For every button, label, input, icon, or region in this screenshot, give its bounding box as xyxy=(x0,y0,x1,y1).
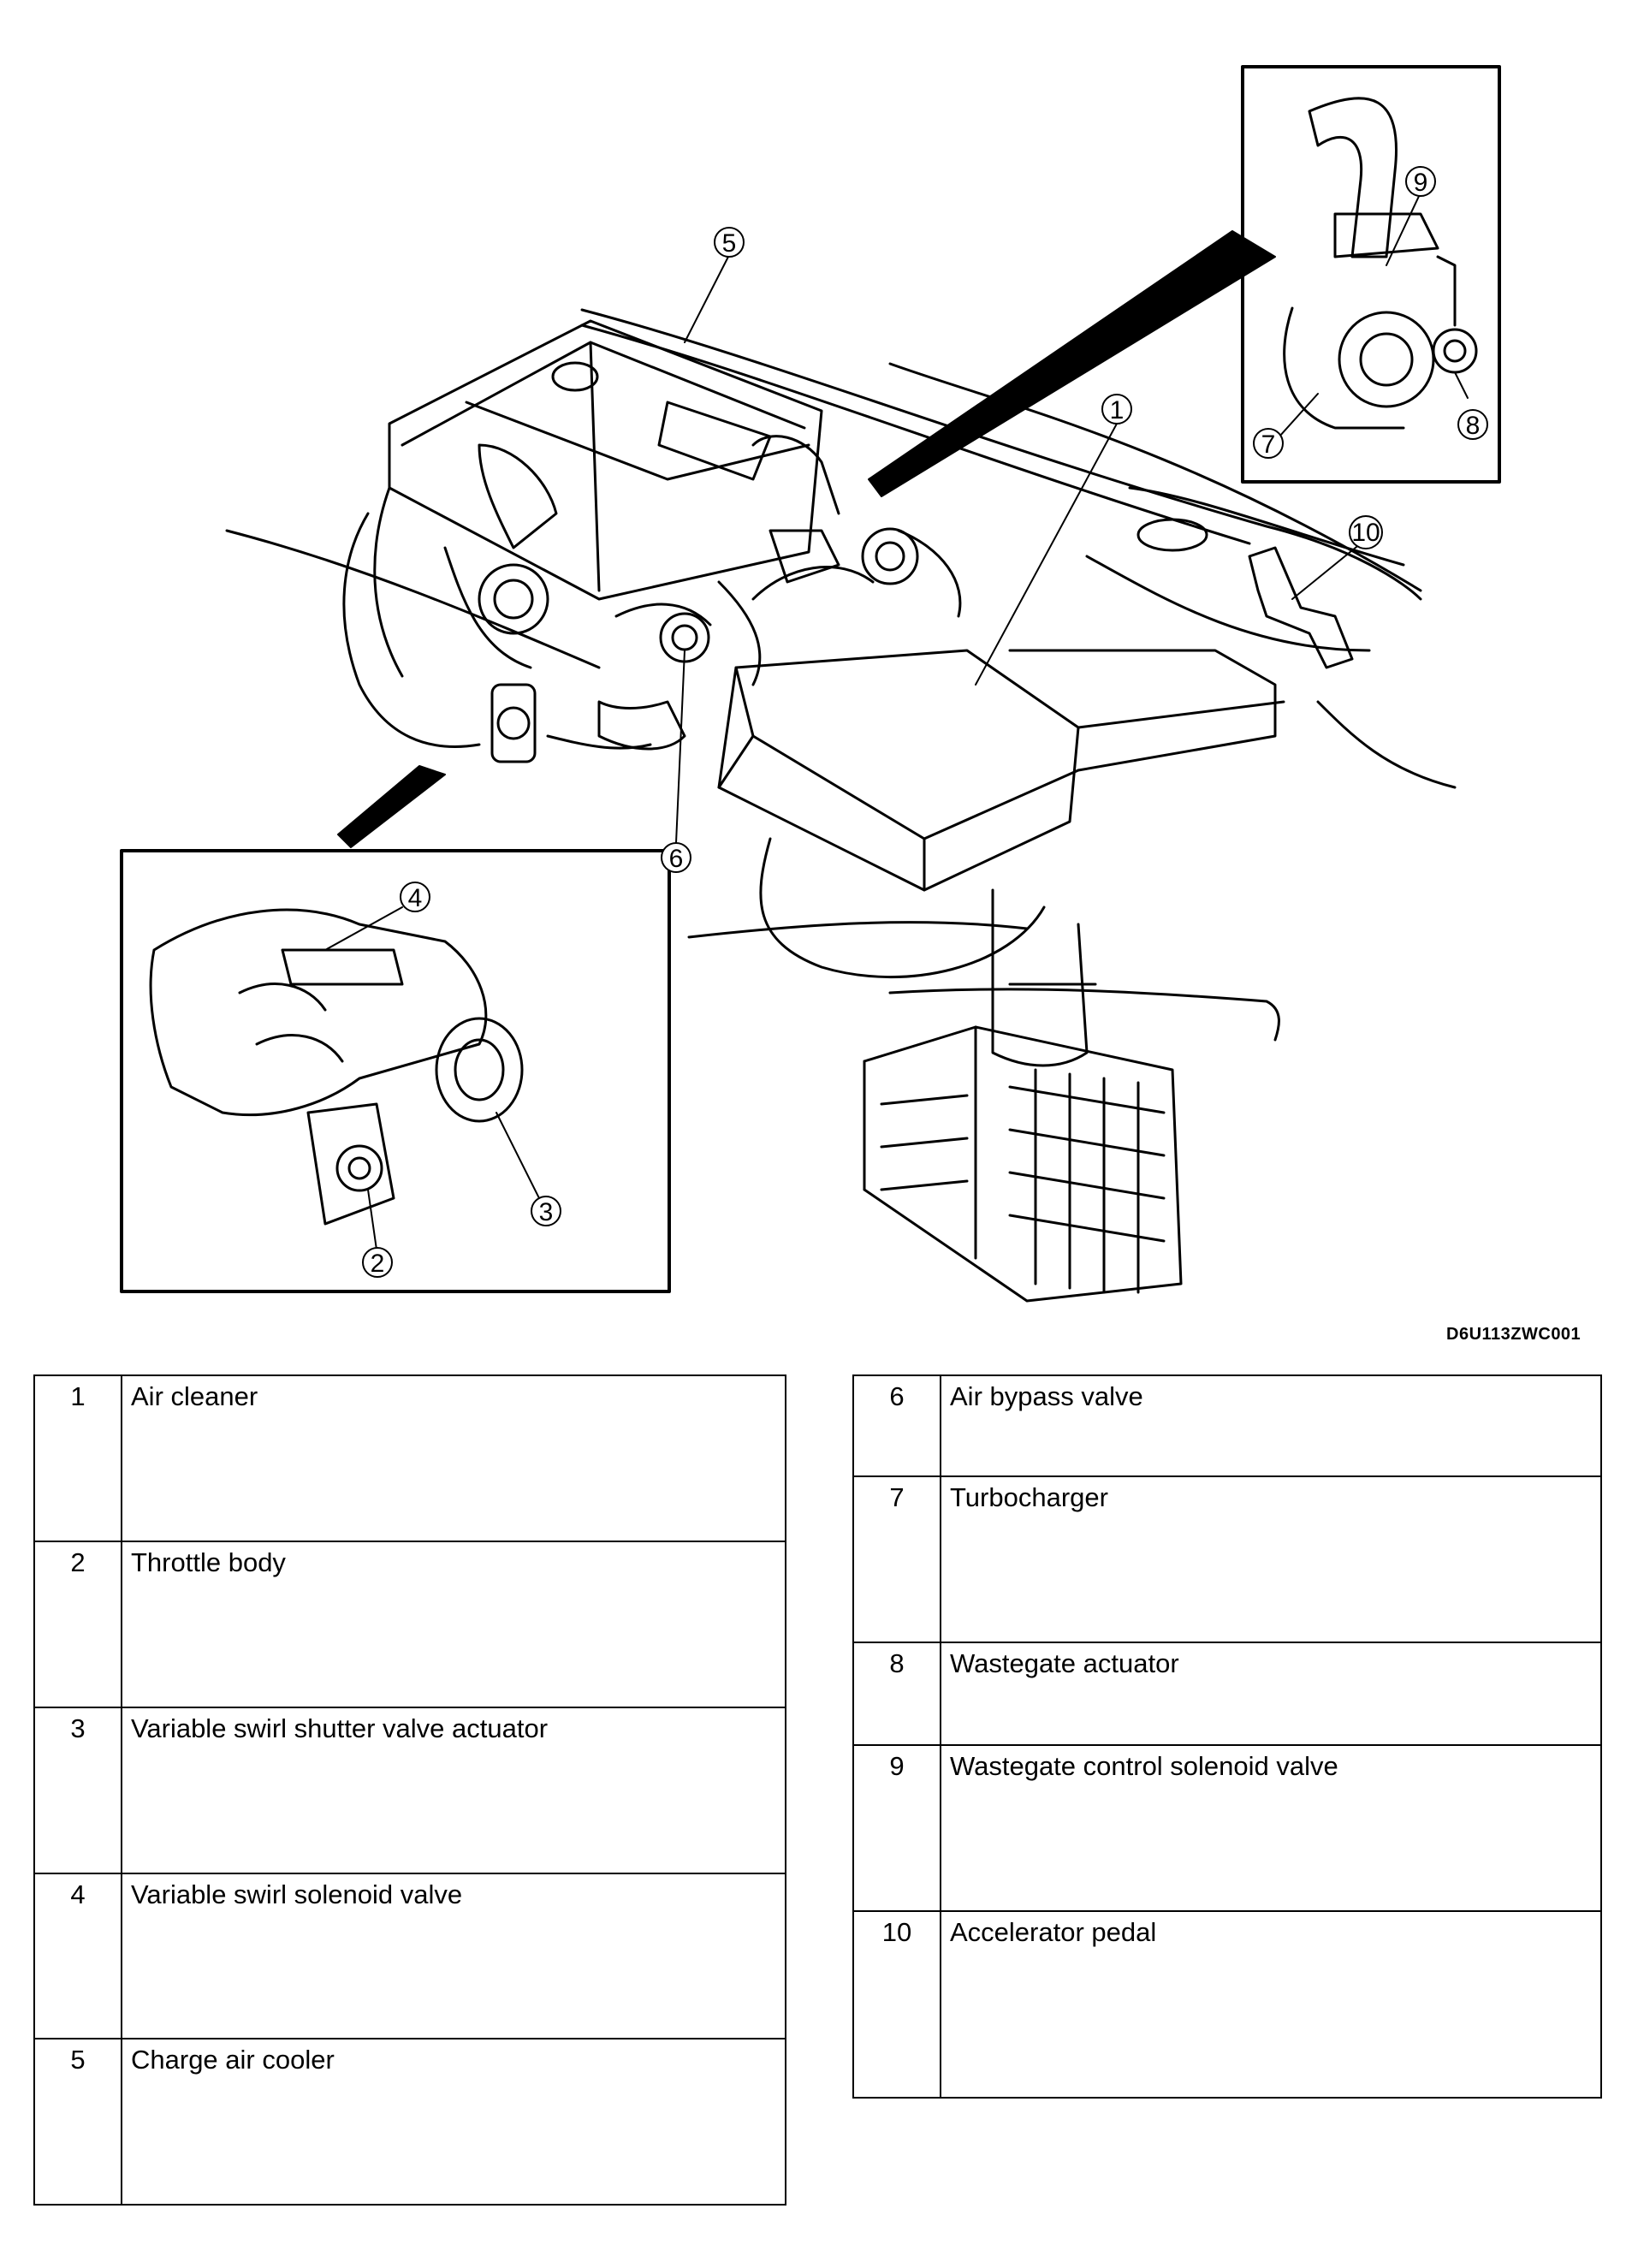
legend-label: Accelerator pedal xyxy=(940,1910,1602,2099)
callout-3: 3 xyxy=(531,1196,561,1226)
legend-label: Air cleaner xyxy=(121,1374,786,1542)
legend-label: Air bypass valve xyxy=(940,1374,1602,1477)
legend-row: 2 Throttle body xyxy=(33,1541,786,1708)
svg-text:7: 7 xyxy=(1261,430,1276,459)
legend-row: 5 Charge air cooler xyxy=(33,2038,786,2206)
legend-number: 6 xyxy=(852,1374,941,1477)
callout-5: 5 xyxy=(714,227,745,258)
legend-number: 9 xyxy=(852,1744,941,1912)
legend-label: Wastegate control solenoid valve xyxy=(940,1744,1602,1912)
legend-number: 2 xyxy=(33,1541,122,1708)
legend-label: Charge air cooler xyxy=(121,2038,786,2206)
legend-number: 3 xyxy=(33,1707,122,1874)
callout-10: 10 xyxy=(1349,515,1383,549)
legend-number: 10 xyxy=(852,1910,941,2099)
engine-component-diagram: 1 2 3 4 5 6 7 8 xyxy=(120,65,1501,1303)
vehicle-body-outline xyxy=(225,308,1457,1042)
legend-row: 10 Accelerator pedal xyxy=(852,1910,1602,2099)
legend-row: 9 Wastegate control solenoid valve xyxy=(852,1744,1602,1912)
charge-air-duct-drawing xyxy=(863,1025,1183,1303)
legend-label: Turbocharger xyxy=(940,1475,1602,1643)
callout-1: 1 xyxy=(1101,394,1132,425)
legend-label: Wastegate actuator xyxy=(940,1642,1602,1746)
legend-table-left: 1 Air cleaner 2 Throttle body 3 Variable… xyxy=(33,1374,786,2206)
legend-label: Throttle body xyxy=(121,1541,786,1708)
svg-text:3: 3 xyxy=(539,1198,554,1226)
callout-2: 2 xyxy=(362,1247,393,1278)
legend-number: 8 xyxy=(852,1642,941,1746)
callout-8: 8 xyxy=(1457,409,1488,440)
legend-label: Variable swirl solenoid valve xyxy=(121,1873,786,2039)
legend-number: 5 xyxy=(33,2038,122,2206)
legend-row: 7 Turbocharger xyxy=(852,1475,1602,1643)
svg-text:1: 1 xyxy=(1110,396,1125,425)
air-cleaner-drawing xyxy=(717,649,1285,1067)
svg-text:4: 4 xyxy=(408,884,423,912)
svg-text:6: 6 xyxy=(669,845,684,873)
figure-code: D6U113ZWC001 xyxy=(1446,1325,1582,1344)
intake-manifold-inset xyxy=(120,849,671,1293)
legend-number: 1 xyxy=(33,1374,122,1542)
svg-text:8: 8 xyxy=(1466,412,1481,440)
turbocharger-inset xyxy=(1241,65,1501,484)
legend-row: 3 Variable swirl shutter valve actuator xyxy=(33,1707,786,1874)
legend-row: 6 Air bypass valve xyxy=(852,1374,1602,1477)
legend-row: 1 Air cleaner xyxy=(33,1374,786,1542)
callout-9: 9 xyxy=(1405,166,1436,197)
svg-text:10: 10 xyxy=(1351,519,1380,547)
callout-7: 7 xyxy=(1253,428,1284,459)
engine-assembly xyxy=(342,319,962,763)
callout-6: 6 xyxy=(661,842,691,873)
svg-text:2: 2 xyxy=(371,1250,385,1278)
legend-number: 7 xyxy=(852,1475,941,1643)
legend-row: 8 Wastegate actuator xyxy=(852,1642,1602,1746)
callout-markers: 1 2 3 4 5 6 7 8 xyxy=(362,166,1488,1278)
svg-text:9: 9 xyxy=(1414,169,1428,197)
svg-text:5: 5 xyxy=(722,229,737,258)
callout-4: 4 xyxy=(400,882,430,912)
legend-number: 4 xyxy=(33,1873,122,2039)
legend-table-right: 6 Air bypass valve 7 Turbocharger 8 Wast… xyxy=(852,1374,1602,2099)
accelerator-pedal-drawing xyxy=(1248,546,1354,669)
legend-label: Variable swirl shutter valve actuator xyxy=(121,1707,786,1874)
callout-leaders xyxy=(337,230,1362,848)
legend-row: 4 Variable swirl solenoid valve xyxy=(33,1873,786,2039)
